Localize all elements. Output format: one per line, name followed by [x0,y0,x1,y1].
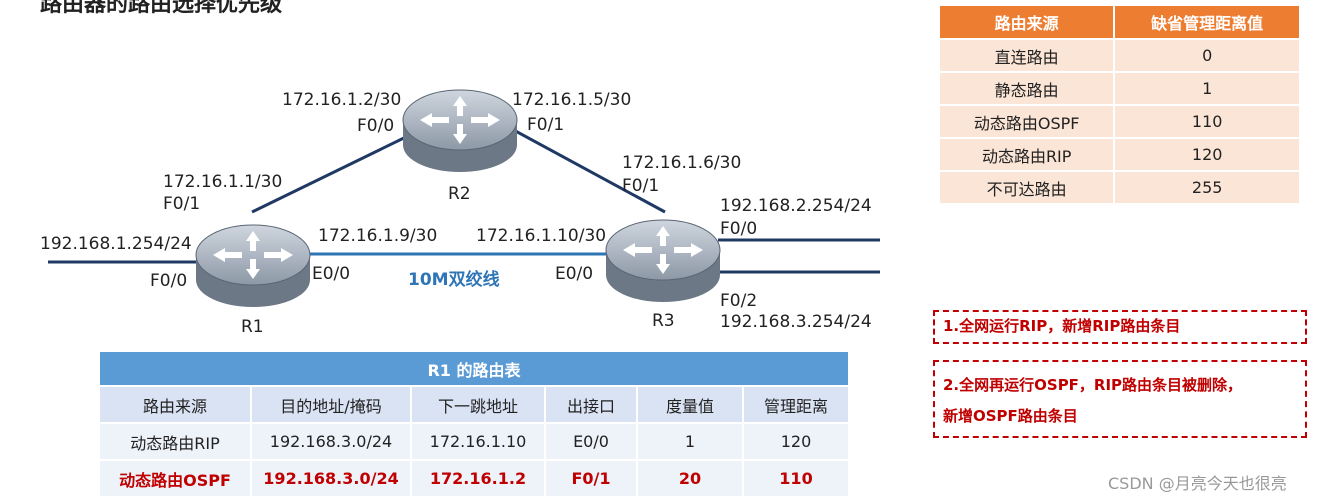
page-title: 路由器的路由选择优先级 [40,0,283,17]
rt-header-interface: 出接口 [544,385,638,424]
rt-cell-source: 动态路由OSPF [98,459,252,498]
ad-cell-distance: 120 [1113,137,1301,172]
rt-header-admin-distance: 管理距离 [742,385,850,424]
table-row: 动态路由OSPF 192.168.3.0/24 172.16.1.2 F0/1 … [98,459,850,498]
r1-f01-ip-label: 172.16.1.1/30 [163,172,283,192]
r3-f00-if-label: F0/0 [720,219,758,239]
ad-header-distance: 缺省管理距离值 [1113,4,1301,40]
watermark: CSDN @月亮今天也很亮 [1108,474,1287,493]
link-r1-r2 [251,133,411,214]
r2-f01-ip-label: 172.16.1.5/30 [512,90,632,110]
table-row: 动态路由RIP 192.168.3.0/24 172.16.1.10 E0/0 … [98,422,850,461]
table-row: 动态路由RIP 120 [937,137,1301,172]
r3-f00-ip-label: 192.168.2.254/24 [720,196,872,216]
r3-f02-ip-label: 192.168.3.254/24 [720,312,872,332]
r1-e00-if-label: E0/0 [312,264,351,284]
rt-cell-next-hop: 172.16.1.2 [410,459,546,498]
note-text-1: 1.全网运行RIP，新增RIP路由条目 [943,317,1181,335]
rt-header-source: 路由来源 [98,385,252,424]
ad-cell-source: 静态路由 [937,71,1116,106]
rt-cell-interface: E0/0 [544,422,638,461]
router-name-r3: R3 [652,311,675,331]
rt-cell-metric: 1 [636,422,744,461]
rt-cell-destination: 192.168.3.0/24 [250,459,412,498]
rt-header-destination: 目的地址/掩码 [250,385,412,424]
r1-f00-ip-label: 192.168.1.254/24 [40,234,192,254]
ad-cell-distance: 0 [1113,38,1301,73]
ad-header-source: 路由来源 [937,4,1116,40]
r3-f01-ip-label: 172.16.1.6/30 [622,153,742,173]
note-text-3: 新增OSPF路由条目 [943,407,1078,425]
table-row: 静态路由 1 [937,71,1301,106]
table-row: 动态路由OSPF 110 [937,104,1301,139]
r2-f01-if-label: F0/1 [527,115,565,135]
ad-cell-source: 直连路由 [937,38,1116,73]
r2-f00-if-label: F0/0 [357,116,395,136]
ad-cell-distance: 1 [1113,71,1301,106]
link-r2-r3 [509,126,666,214]
link-r1-r3-label: 10M双绞线 [408,270,500,290]
ad-cell-distance: 255 [1113,170,1301,205]
ad-cell-source: 动态路由RIP [937,137,1116,172]
ad-cell-source: 动态路由OSPF [937,104,1116,139]
r3-f02-if-label: F0/2 [720,291,758,311]
routing-table-caption: R1 的路由表 [98,350,850,387]
note-text-2: 2.全网再运行OSPF，RIP路由条目被删除， [943,376,1243,394]
admin-distance-table: 路由来源 缺省管理距离值 直连路由 0 静态路由 1 动态路由OSPF 110 … [937,4,1301,205]
note-box-1: 1.全网运行RIP，新增RIP路由条目 [933,310,1307,344]
router-icon-r3 [605,219,721,302]
r1-e00-ip-label: 172.16.1.9/30 [318,226,438,246]
router-name-r1: R1 [241,317,264,337]
r3-e00-ip-label: 172.16.1.10/30 [476,226,607,246]
ad-cell-source: 不可达路由 [937,170,1116,205]
rt-cell-interface: F0/1 [544,459,638,498]
rt-cell-destination: 192.168.3.0/24 [250,422,412,461]
table-row: 直连路由 0 [937,38,1301,73]
rt-cell-metric: 20 [636,459,744,498]
note-box-2: 2.全网再运行OSPF，RIP路由条目被删除， 新增OSPF路由条目 [933,360,1307,438]
rt-cell-admin-distance: 110 [742,459,850,498]
table-row: 不可达路由 255 [937,170,1301,205]
router-icon-r2 [402,89,518,172]
r1-routing-table: R1 的路由表 路由来源 目的地址/掩码 下一跳地址 出接口 度量值 管理距离 … [98,350,850,498]
rt-cell-admin-distance: 120 [742,422,850,461]
rt-cell-source: 动态路由RIP [98,422,252,461]
router-icon-r1 [195,224,311,307]
rt-header-next-hop: 下一跳地址 [410,385,546,424]
r1-f00-if-label: F0/0 [150,271,188,291]
r1-f01-if-label: F0/1 [163,194,201,214]
r3-e00-if-label: E0/0 [555,264,594,284]
ad-cell-distance: 110 [1113,104,1301,139]
r3-f01-if-label: F0/1 [622,176,660,196]
r2-f00-ip-label: 172.16.1.2/30 [282,90,402,110]
router-name-r2: R2 [448,184,471,204]
rt-cell-next-hop: 172.16.1.10 [410,422,546,461]
rt-header-metric: 度量值 [636,385,744,424]
